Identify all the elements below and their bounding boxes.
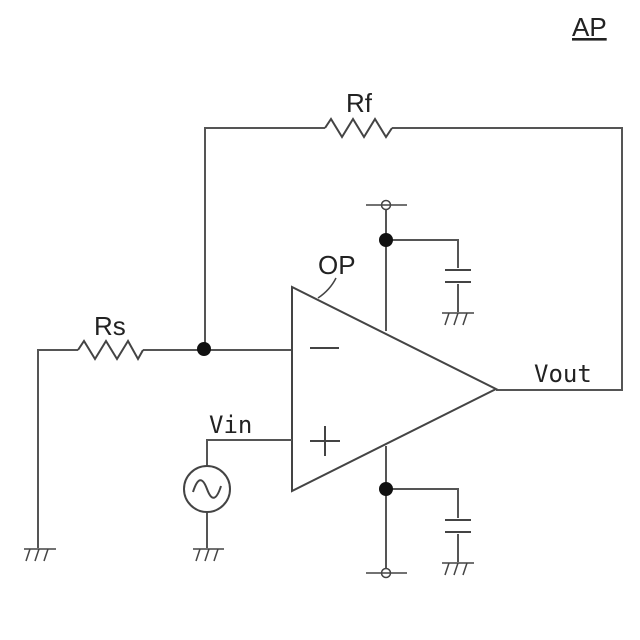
ground-symbol bbox=[24, 549, 56, 561]
supply-node bbox=[379, 233, 393, 247]
input-wire bbox=[207, 440, 292, 548]
junction-node bbox=[197, 342, 211, 356]
feedback-resistor bbox=[325, 119, 392, 137]
input-label: Vin bbox=[209, 411, 252, 439]
figure-tag: AP bbox=[572, 12, 607, 42]
source-resistor bbox=[78, 341, 143, 359]
ac-source bbox=[184, 466, 230, 512]
opamp-leader-line bbox=[318, 278, 336, 298]
ground-symbol bbox=[193, 549, 224, 561]
output-label: Vout bbox=[534, 360, 592, 388]
source-resistor-label: Rs bbox=[94, 311, 126, 341]
feedback-resistor-label: Rf bbox=[346, 88, 373, 118]
source-resistor-wires bbox=[38, 350, 292, 548]
positive-supply bbox=[366, 201, 474, 332]
opamp-label: OP bbox=[318, 250, 356, 280]
negative-supply bbox=[366, 446, 474, 578]
supply-node bbox=[379, 482, 393, 496]
